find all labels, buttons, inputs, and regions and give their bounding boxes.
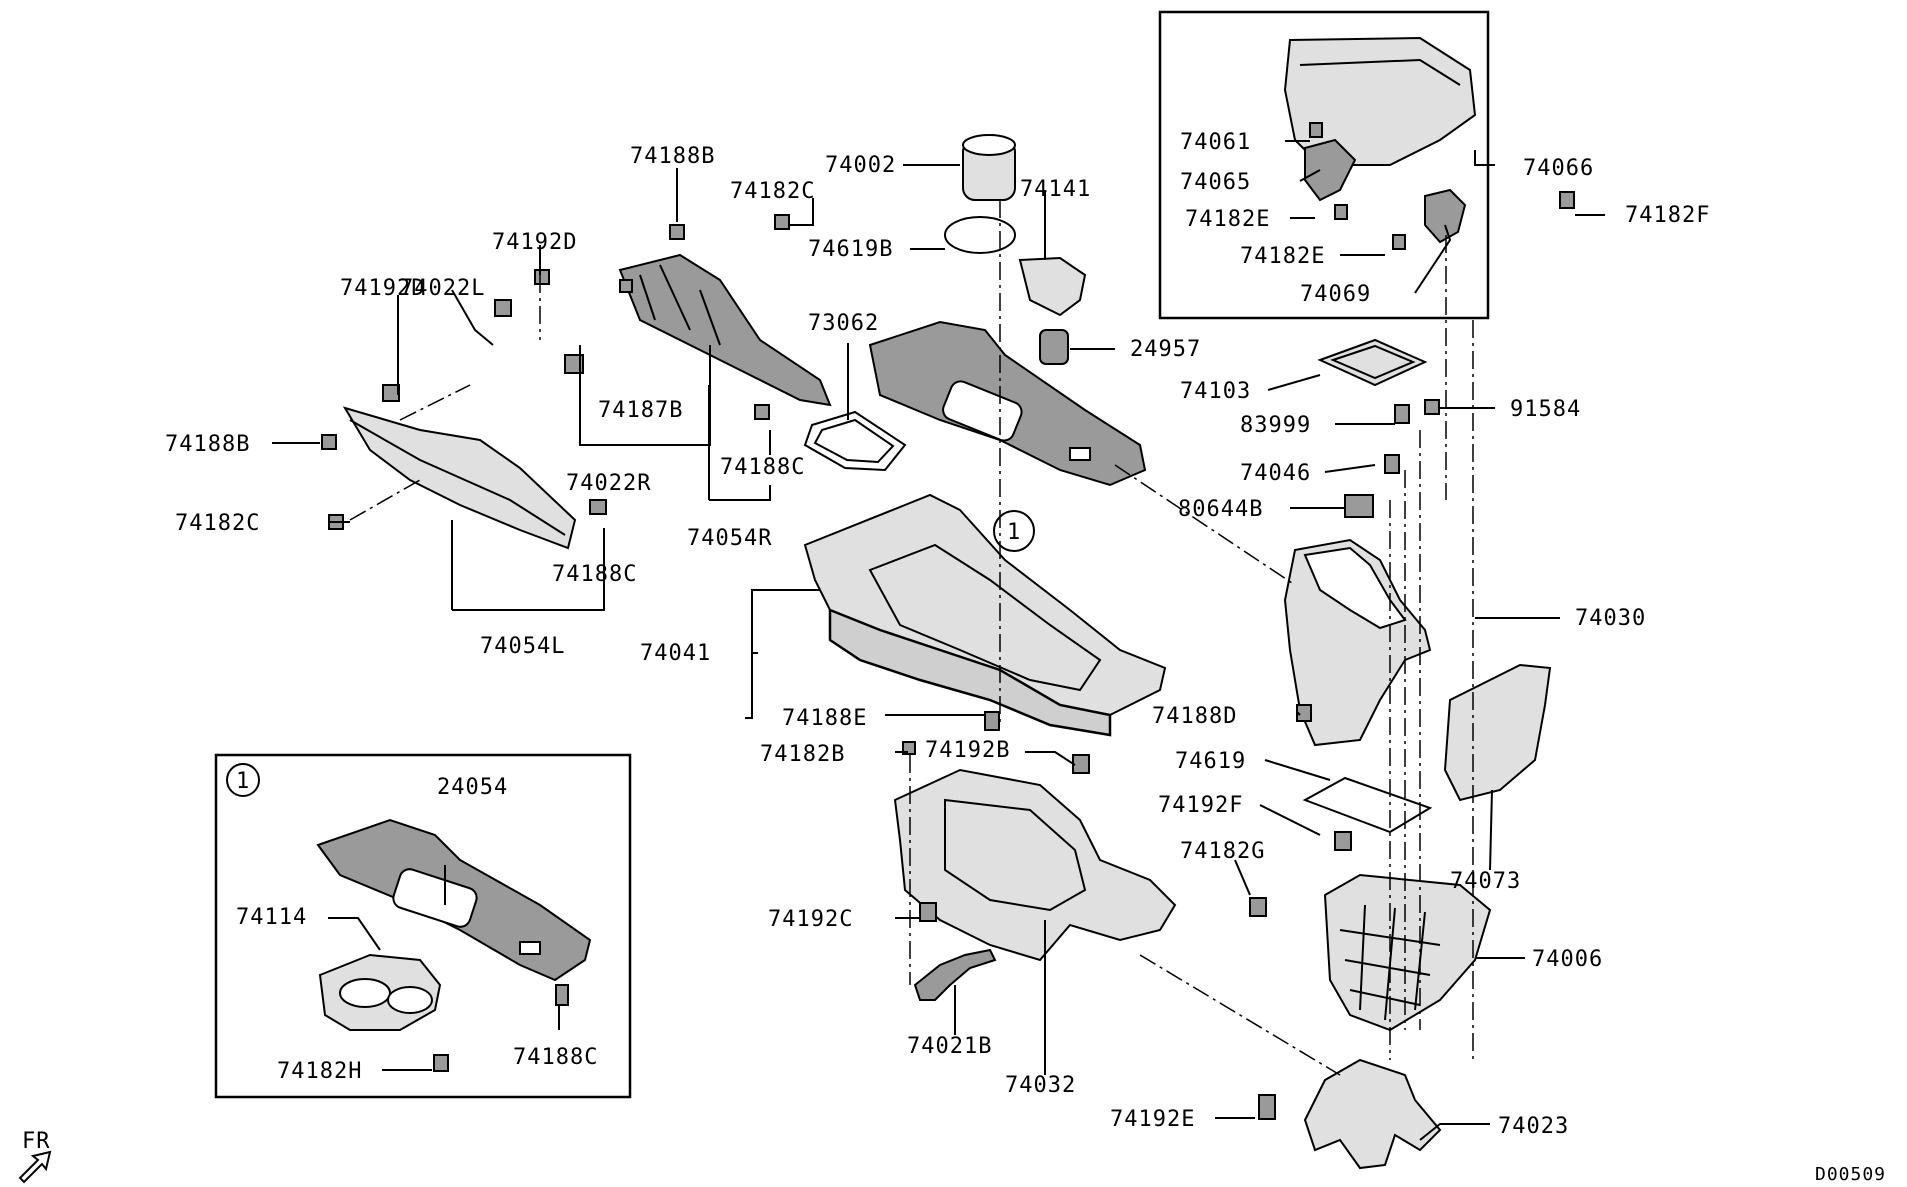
label-74022L: 74022L (400, 276, 485, 301)
label-74188C-inset: 74188C (513, 1045, 598, 1070)
label-74192B: 74192B (925, 738, 1010, 763)
label-74054L: 74054L (480, 634, 565, 659)
label-74182E-a: 74182E (1185, 207, 1270, 232)
front-arrow-icon (18, 1150, 52, 1184)
label-74065: 74065 (1180, 170, 1251, 195)
label-83999: 83999 (1240, 413, 1311, 438)
label-74022R: 74022R (566, 471, 651, 496)
fastener-clips (321, 122, 1575, 1120)
storage-box-74006 (1323, 873, 1492, 1032)
label-74188C-mid: 74188C (720, 455, 805, 480)
hinge-74065 (1304, 138, 1357, 202)
drawing-code: D00509 (1815, 1164, 1886, 1185)
label-73062: 73062 (808, 311, 879, 336)
rear-side-panel-74073 (1443, 663, 1552, 802)
label-74188B-top: 74188B (630, 144, 715, 169)
label-74192D-lower: 74192D (340, 276, 425, 301)
trim-switch-slot (1069, 447, 1091, 461)
bracket-74021B (913, 948, 997, 1001)
inset-trim-switch (519, 941, 541, 955)
label-74182C-top: 74182C (730, 179, 815, 204)
right-side-panel-74054R (618, 253, 832, 407)
pad-74619B (944, 216, 1016, 254)
detail-1-inset-marker (226, 763, 260, 797)
cup-holder-well-left (339, 978, 391, 1008)
label-74069: 74069 (1300, 282, 1371, 307)
label-74073: 74073 (1450, 869, 1521, 894)
detail-1-inset-marker-text: 1 (236, 769, 250, 794)
armrest-lid-74066 (1283, 36, 1477, 166)
label-74061: 74061 (1180, 130, 1251, 155)
tray-inner (1330, 344, 1416, 380)
label-74192D-upper: 74192D (492, 230, 577, 255)
label-80644B: 80644B (1178, 497, 1263, 522)
label-74192E: 74192E (1110, 1107, 1195, 1132)
label-24054: 24054 (437, 775, 508, 800)
tray-74103 (1317, 338, 1428, 387)
label-74103: 74103 (1180, 379, 1251, 404)
label-74032: 74032 (1005, 1073, 1076, 1098)
label-74188B-left: 74188B (165, 432, 250, 457)
label-74023: 74023 (1498, 1114, 1569, 1139)
console-body-base (828, 608, 1112, 737)
mat-73062 (803, 410, 907, 472)
label-74192C: 74192C (768, 907, 853, 932)
label-74188D: 74188D (1152, 704, 1237, 729)
trim-opening (942, 380, 1023, 442)
right-side-panel-ribs (639, 264, 721, 346)
label-74188E: 74188E (782, 706, 867, 731)
base-bracket-74023 (1303, 1058, 1442, 1170)
latch-74069 (1424, 188, 1467, 244)
armrest-lid-highlight (1299, 58, 1461, 86)
cup-insert-top (962, 134, 1016, 156)
label-91584: 91584 (1510, 397, 1581, 422)
mat-inner (813, 418, 895, 464)
front-direction-label: FR (22, 1129, 51, 1154)
label-74141: 74141 (1020, 177, 1091, 202)
label-74030: 74030 (1575, 606, 1646, 631)
cup-holder-well-right (387, 986, 433, 1014)
label-74182B: 74182B (760, 742, 845, 767)
lower-frame-inner (944, 798, 1087, 912)
label-74619: 74619 (1175, 749, 1246, 774)
pad-74619 (1302, 776, 1433, 834)
label-24957: 24957 (1130, 337, 1201, 362)
detail-1-callout-text: 1 (1007, 520, 1021, 545)
label-74041: 74041 (640, 641, 711, 666)
label-74182H: 74182H (277, 1059, 362, 1084)
label-74021B: 74021B (907, 1034, 992, 1059)
label-74046: 74046 (1240, 461, 1311, 486)
label-74182E-b: 74182E (1240, 244, 1325, 269)
front-direction-indicator: FR (18, 1129, 52, 1184)
label-74054R: 74054R (687, 526, 772, 551)
detail-1-callout-circle (993, 510, 1035, 552)
label-74114: 74114 (236, 905, 307, 930)
socket-24957 (1039, 329, 1069, 365)
lid-74141 (1018, 256, 1087, 317)
label-74002: 74002 (825, 153, 896, 178)
detail-1-inset-box (214, 753, 632, 1099)
label-74182F: 74182F (1625, 203, 1710, 228)
alignment-lines (349, 200, 1474, 1076)
console-body-inner (868, 543, 1102, 692)
label-74182G: 74182G (1180, 839, 1265, 864)
inset-trim-opening (392, 868, 478, 928)
left-side-panel-edge (349, 419, 566, 536)
label-74619B: 74619B (808, 237, 893, 262)
label-74182C-left: 74182C (175, 511, 260, 536)
part-labels: 74188B 74002 74182C 74141 74619B 74192D … (165, 130, 1710, 1139)
label-74187B: 74187B (598, 398, 683, 423)
label-74066: 74066 (1523, 156, 1594, 181)
label-74188C-left: 74188C (552, 562, 637, 587)
label-74192F: 74192F (1158, 793, 1243, 818)
lower-frame-74032 (893, 768, 1177, 962)
leader-lines (272, 140, 1605, 1141)
label-74006: 74006 (1532, 947, 1603, 972)
